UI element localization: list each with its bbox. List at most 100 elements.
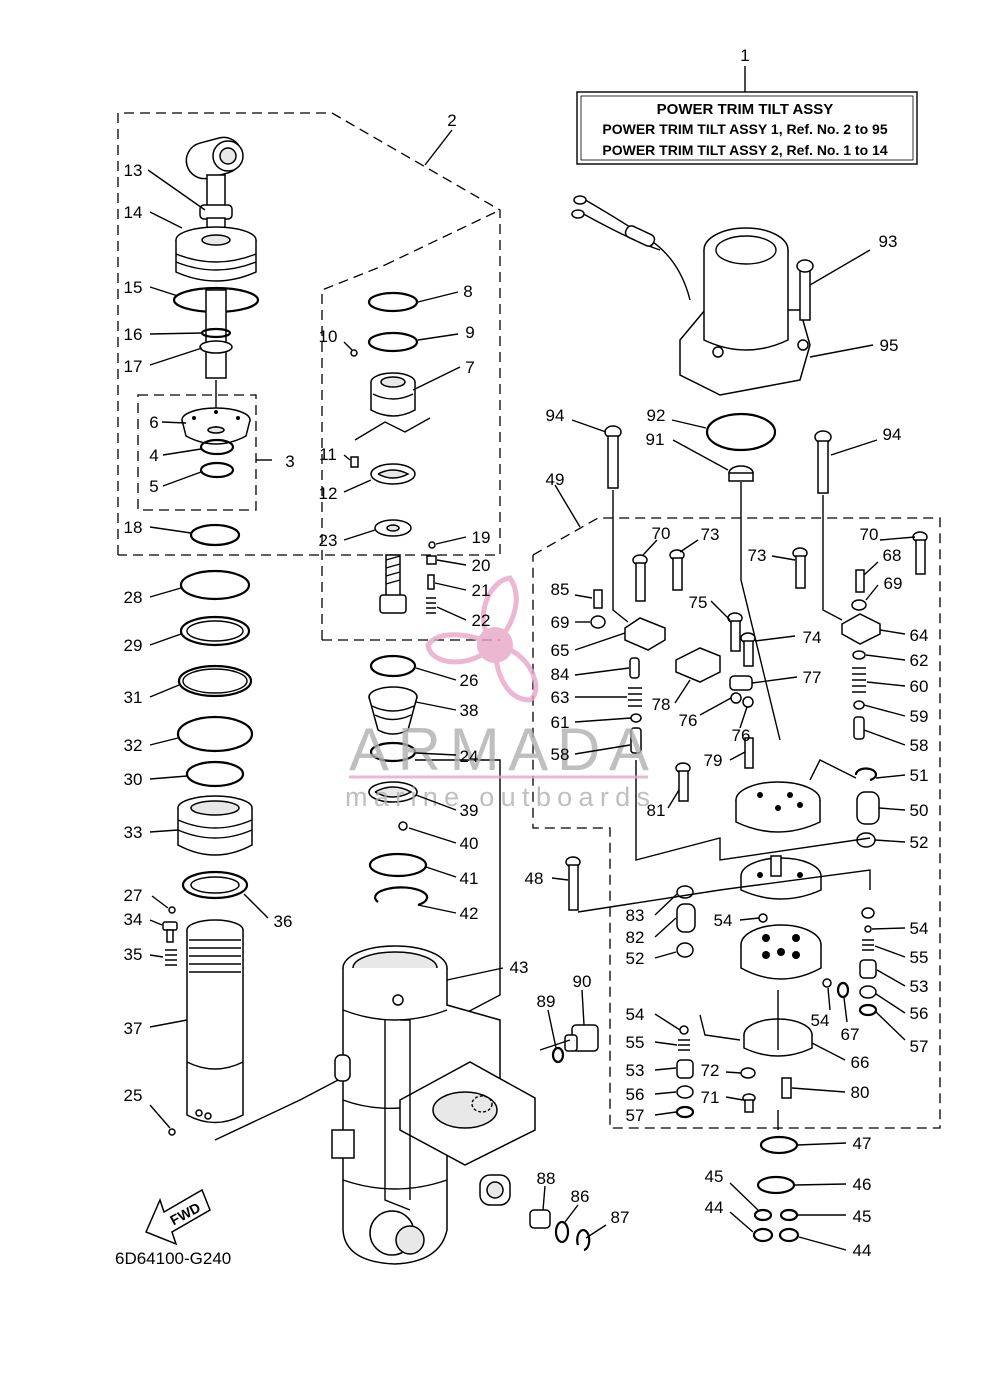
fwd-arrow: FWD: [145, 1188, 211, 1246]
callout-45b: 45: [705, 1167, 724, 1186]
callout-21: 21: [472, 581, 491, 600]
callout-32: 32: [124, 736, 143, 755]
callout-8: 8: [463, 282, 472, 301]
callout-46: 46: [853, 1175, 872, 1194]
callout-43: 43: [510, 958, 529, 977]
callout-88: 88: [537, 1169, 556, 1188]
callout-84: 84: [551, 665, 570, 684]
callout-47: 47: [853, 1134, 872, 1153]
callout-56b: 56: [626, 1085, 645, 1104]
callout-44a: 44: [853, 1241, 872, 1260]
callout-16: 16: [124, 325, 143, 344]
callout-61: 61: [551, 713, 570, 732]
assembly-outlines: [117, 112, 941, 1129]
callout-72: 72: [701, 1061, 720, 1080]
callout-22: 22: [472, 611, 491, 630]
callout-42: 42: [460, 904, 479, 923]
callout-7: 7: [465, 358, 474, 377]
callout-66: 66: [851, 1053, 870, 1072]
callout-23: 23: [319, 531, 338, 550]
callout-70b: 70: [860, 525, 879, 544]
callout-2: 2: [447, 111, 456, 130]
callout-80: 80: [851, 1083, 870, 1102]
callout-71: 71: [701, 1088, 720, 1107]
callout-79: 79: [704, 751, 723, 770]
motor-assembly: [571, 195, 814, 482]
pump-components: [539, 425, 928, 1243]
callout-69b: 69: [884, 574, 903, 593]
callout-64: 64: [910, 626, 929, 645]
callout-50: 50: [910, 801, 929, 820]
callout-78: 78: [652, 695, 671, 714]
callout-15: 15: [124, 278, 143, 297]
callout-65: 65: [551, 641, 570, 660]
callout-86: 86: [571, 1187, 590, 1206]
callout-39: 39: [460, 801, 479, 820]
callout-56a: 56: [910, 1004, 929, 1023]
callout-83: 83: [626, 906, 645, 925]
callout-34: 34: [124, 910, 143, 929]
callout-85: 85: [551, 580, 570, 599]
title-line-1: POWER TRIM TILT ASSY 1, Ref. No. 2 to 95: [602, 121, 887, 137]
callout-76b: 76: [732, 726, 751, 745]
callout-54b: 54: [910, 919, 929, 938]
callout-52b: 52: [626, 949, 645, 968]
callout-95: 95: [880, 336, 899, 355]
callout-70a: 70: [652, 524, 671, 543]
callout-74: 74: [803, 628, 822, 647]
callout-9: 9: [465, 323, 474, 342]
callout-89: 89: [537, 992, 556, 1011]
callout-53b: 53: [626, 1061, 645, 1080]
callout-93: 93: [879, 232, 898, 251]
callout-13: 13: [124, 161, 143, 180]
callout-82: 82: [626, 928, 645, 947]
callout-6: 6: [149, 413, 158, 432]
callout-73b: 73: [748, 546, 767, 565]
title-box: POWER TRIM TILT ASSY POWER TRIM TILT ASS…: [576, 66, 918, 165]
callout-19: 19: [472, 528, 491, 547]
callout-14: 14: [124, 203, 143, 222]
callout-5: 5: [149, 477, 158, 496]
callout-3: 3: [285, 452, 294, 471]
callout-55a: 55: [910, 948, 929, 967]
title-line-2: POWER TRIM TILT ASSY 2, Ref. No. 1 to 14: [602, 142, 887, 158]
callout-26: 26: [460, 671, 479, 690]
callout-58b: 58: [551, 745, 570, 764]
callout-92: 92: [647, 406, 666, 425]
callout-54a: 54: [714, 911, 733, 930]
callout-10: 10: [319, 327, 338, 346]
left-column-parts: [162, 136, 501, 1141]
callout-52a: 52: [910, 833, 929, 852]
callout-28: 28: [124, 588, 143, 607]
callout-59: 59: [910, 707, 929, 726]
propeller-logo: [425, 575, 539, 703]
callout-4: 4: [149, 446, 158, 465]
callout-12: 12: [319, 484, 338, 503]
callout-91: 91: [646, 430, 665, 449]
callout-38: 38: [460, 701, 479, 720]
callout-51: 51: [910, 766, 929, 785]
callout-20: 20: [472, 556, 491, 575]
title-heading: POWER TRIM TILT ASSY: [657, 101, 834, 118]
callout-36: 36: [274, 912, 293, 931]
callout-63: 63: [551, 688, 570, 707]
drawing-code: 6D64100-G240: [115, 1249, 231, 1268]
leader-lines: [147, 129, 916, 1251]
callout-60: 60: [910, 677, 929, 696]
callout-55b: 55: [626, 1033, 645, 1052]
callout-81: 81: [647, 801, 666, 820]
callout-75: 75: [689, 593, 708, 612]
callout-17: 17: [124, 357, 143, 376]
callout-57a: 57: [910, 1037, 929, 1056]
center-parts: [350, 291, 437, 907]
callout-37: 37: [124, 1019, 143, 1038]
callout-62: 62: [910, 651, 929, 670]
callout-94a: 94: [546, 406, 565, 425]
callout-35: 35: [124, 945, 143, 964]
callout-58a: 58: [910, 736, 929, 755]
callout-11: 11: [319, 445, 337, 464]
callout-labels: 1 2 3 4 5 6 7 8 9 10 11 12 13 14 15 16 1…: [124, 46, 929, 1260]
callout-90: 90: [573, 972, 592, 991]
callout-41: 41: [460, 869, 479, 888]
callout-73a: 73: [701, 525, 720, 544]
